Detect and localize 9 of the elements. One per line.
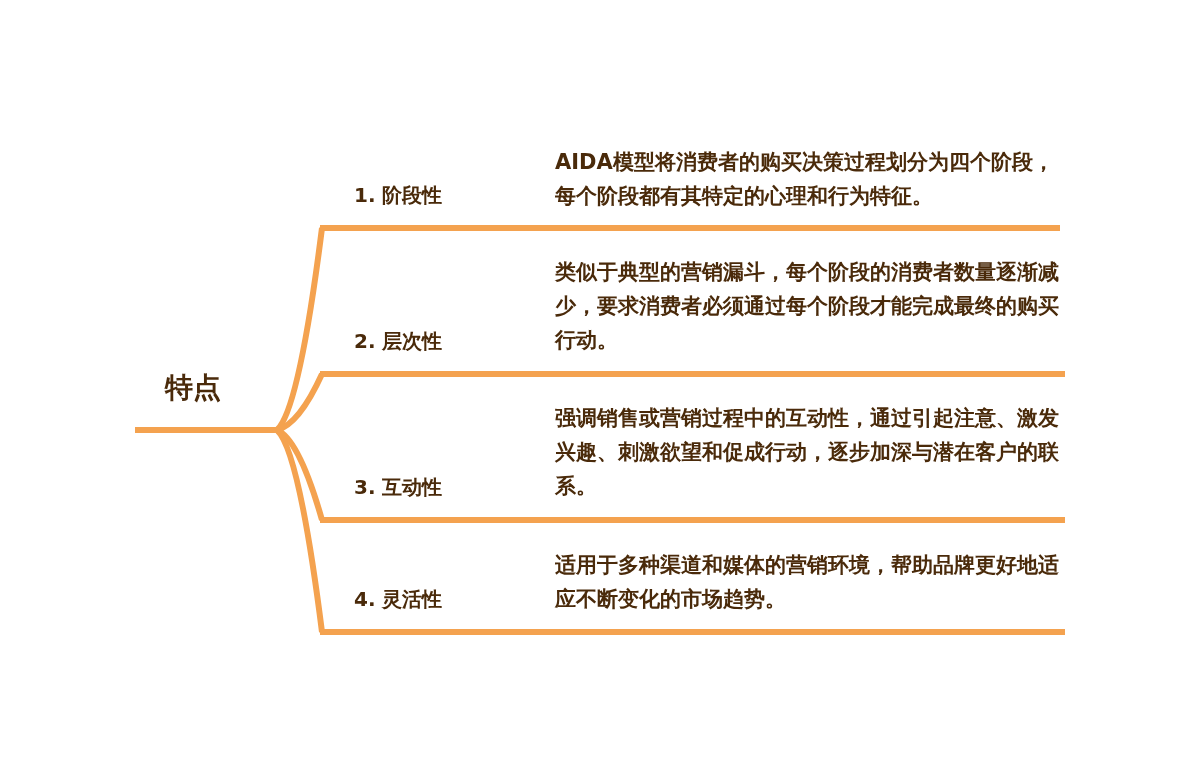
description-text: 强调销售或营销过程中的互动性，通过引起注意、激发兴趣、刺激欲望和促成行动，逐步加深与潜在客户的联系。 bbox=[555, 405, 1060, 500]
branch-label: 2. 层次性 bbox=[354, 328, 443, 355]
description-text: 类似于典型的营销漏斗，每个阶段的消费者数量逐渐减少，要求消费者必须通过每个阶段才能完成最终的购买行动。 bbox=[555, 259, 1060, 354]
description-text: AIDA模型将消费者的购买决策过程划分为四个阶段，每个阶段都有其特定的心理和行为特征。 bbox=[555, 149, 1055, 210]
description-text: 适用于多种渠道和媒体的营销环境，帮助品牌更好地适应不断变化的市场趋势。 bbox=[555, 552, 1060, 613]
branch-label: 1. 阶段性 bbox=[354, 182, 443, 209]
root-label: 特点 bbox=[165, 370, 221, 406]
branch-label: 3. 互动性 bbox=[354, 474, 443, 501]
branch-label: 4. 灵活性 bbox=[354, 586, 443, 613]
